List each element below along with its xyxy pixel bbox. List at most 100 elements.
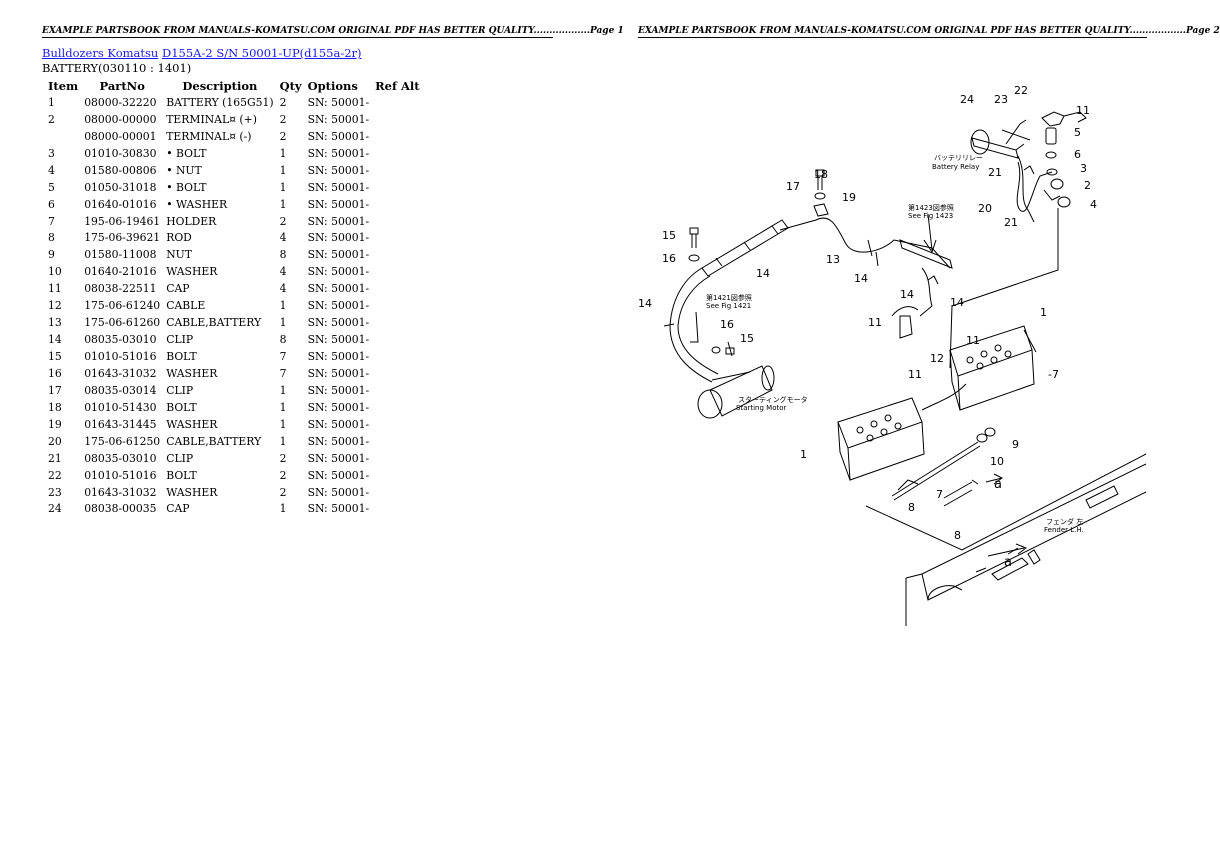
- breadcrumb: Bulldozers Komatsu D155A-2 S/N 50001-UP(…: [42, 46, 362, 60]
- cell-qty: 4: [279, 231, 287, 245]
- cell-options: SN: 50001-: [307, 146, 370, 160]
- cell-options: SN: 50001-: [307, 282, 370, 296]
- breadcrumb-link-bulldozers[interactable]: Bulldozers Komatsu: [42, 46, 159, 60]
- starting-motor-icon: [697, 365, 775, 419]
- callout-2: 2: [1084, 179, 1091, 192]
- cable-12: [921, 383, 967, 411]
- cell-partno: 01580-11008: [84, 248, 157, 262]
- cell-partno: 08035-03014: [84, 383, 157, 397]
- callout-10: 10: [990, 455, 1004, 468]
- cell-qty: 1: [279, 197, 287, 211]
- callout-11-mid: 11: [868, 316, 882, 329]
- callout-8-left: 8: [908, 501, 915, 514]
- cell-partno: 175-06-39621: [84, 231, 161, 245]
- callout-8-right: 8: [954, 529, 961, 542]
- cell-item: 14: [48, 333, 62, 347]
- cell-item: [42, 128, 84, 145]
- callout-1-rear: 1: [1040, 306, 1047, 319]
- note-see1421: See Fig 1421: [706, 302, 751, 310]
- cell-partno: 01640-21016: [84, 265, 157, 279]
- cell-item: 12: [48, 299, 62, 313]
- cell-qty: 7: [279, 366, 287, 380]
- tube-and-clips-icon: [663, 219, 789, 383]
- cell-partno: 08038-00035: [84, 502, 157, 516]
- battery-cable-20-icon: [1016, 161, 1053, 212]
- cell-options: SN: 50001-: [307, 451, 370, 465]
- cell-options: SN: 50001-: [307, 299, 370, 313]
- cell-item: 22: [48, 468, 62, 482]
- cell-qty: 1: [279, 316, 287, 330]
- cell-refalt: [375, 297, 425, 314]
- cell-qty: 7: [279, 350, 287, 364]
- cell-options: SN: 50001-: [307, 231, 370, 245]
- cell-description: ROD: [166, 231, 192, 245]
- cell-options: SN: 50001-: [307, 417, 370, 431]
- cell-partno: 175-06-61260: [84, 316, 161, 330]
- cell-refalt: [375, 416, 425, 433]
- callout-7: 7: [936, 488, 943, 501]
- callout-14-a: 14: [756, 267, 770, 280]
- cell-item: 19: [48, 417, 62, 431]
- battery-front-icon: [837, 397, 925, 481]
- cell-item: 17: [48, 383, 62, 397]
- cell-refalt: [375, 246, 425, 263]
- cell-refalt: [375, 331, 425, 348]
- cell-description: CAP: [166, 282, 190, 296]
- cell-options: SN: 50001-: [307, 316, 370, 330]
- cell-qty: 2: [279, 112, 287, 126]
- callout-9: 9: [1012, 438, 1019, 451]
- cell-refalt: [375, 111, 425, 128]
- note-see1423-jp: 第1423図参照: [908, 203, 954, 212]
- cell-options: SN: 50001-: [307, 434, 370, 448]
- cell-refalt: [375, 162, 425, 179]
- cell-item: 7: [48, 214, 55, 228]
- cell-options: SN: 50001-: [307, 350, 370, 364]
- breadcrumb-link-model[interactable]: D155A-2 S/N 50001-UP(d155a-2r): [161, 46, 362, 60]
- cell-refalt: [375, 314, 425, 331]
- cell-description: CAP: [166, 502, 190, 516]
- callout-16-right: 16: [720, 318, 734, 331]
- callout-16-left: 16: [662, 252, 676, 265]
- battery-parts-diagram: 24 23 22 11 5 6 3 2 4 21 20 21 18 17 19 …: [638, 84, 1147, 626]
- cell-options: SN: 50001-: [307, 383, 370, 397]
- cell-partno: 175-06-61240: [84, 299, 161, 313]
- cell-partno: 01010-51016: [84, 350, 157, 364]
- cell-options: SN: 50001-: [307, 400, 370, 414]
- callout-5: 5: [1074, 126, 1081, 139]
- callout-13: 13: [826, 253, 840, 266]
- callout-4: 4: [1090, 198, 1097, 211]
- cell-refalt: [375, 433, 425, 450]
- callout-21-lower: 21: [1004, 216, 1018, 229]
- cell-qty: 1: [279, 299, 287, 313]
- arrow-see-1423: [923, 213, 937, 254]
- cell-qty: 1: [279, 383, 287, 397]
- cell-refalt: [375, 213, 425, 230]
- cell-qty: 2: [279, 214, 287, 228]
- cell-options: SN: 50001-: [307, 248, 370, 262]
- cell-description: • NUT: [166, 163, 202, 177]
- ground-wire: [949, 208, 1059, 369]
- cell-partno: 195-06-19461: [84, 214, 161, 228]
- cell-options: SN: 50001-: [307, 163, 370, 177]
- cell-item: 24: [48, 502, 62, 516]
- cell-qty: 8: [279, 248, 287, 262]
- cell-qty: 2: [279, 95, 287, 109]
- cell-refalt: [375, 230, 425, 247]
- callout-17: 17: [786, 180, 800, 193]
- cell-description: BOLT: [166, 350, 197, 364]
- callout-18: 18: [814, 168, 828, 181]
- cell-item: 13: [48, 316, 62, 330]
- cell-qty: 8: [279, 333, 287, 347]
- cell-qty: 2: [279, 451, 287, 465]
